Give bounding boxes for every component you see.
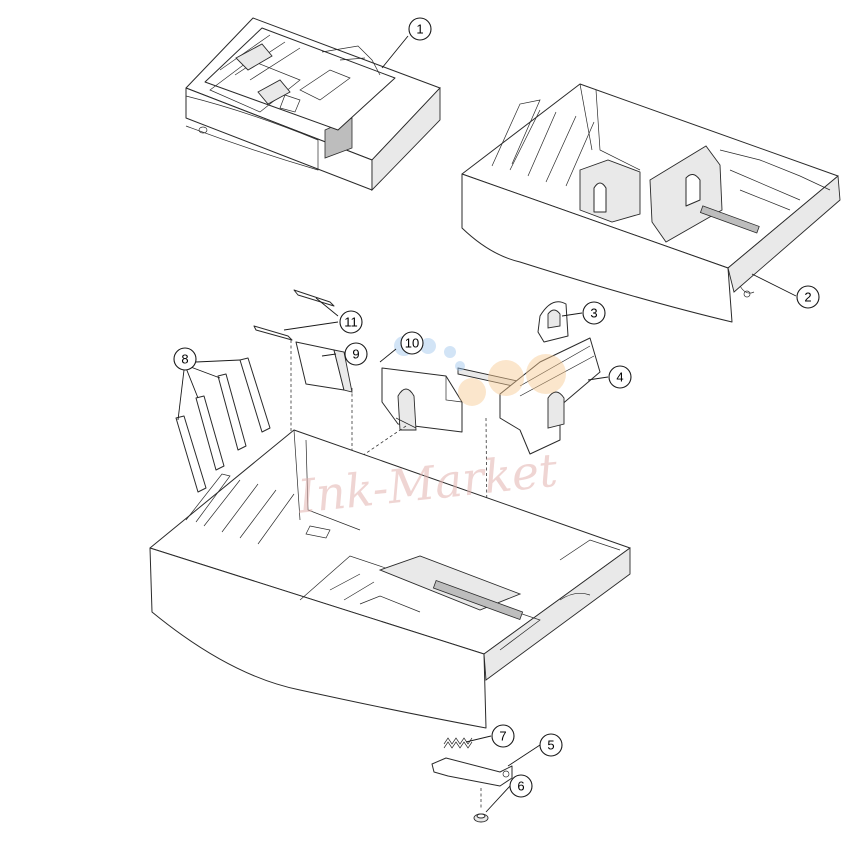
callout-7: 7 [491,724,515,748]
callout-11-label: 11 [344,315,358,330]
part-6-stud [473,813,489,823]
part-7-spring [443,737,473,749]
callout-11: 11 [339,310,363,334]
callout-4-label: 4 [616,370,623,385]
part-2-paper-tray [461,83,841,323]
part-1-drawer-assembly [185,17,441,192]
part-8-guide-ribs [175,357,271,493]
callout-7-label: 7 [499,729,506,744]
callout-10: 10 [400,331,424,355]
callout-5: 5 [539,733,563,757]
part-10-center-guide [381,367,463,433]
callout-3-label: 3 [590,306,597,321]
part-9-pad [295,341,353,393]
callout-8-label: 8 [181,352,188,367]
part-4-side-guide [457,337,601,455]
callout-3: 3 [582,301,606,325]
callout-6-label: 6 [517,779,524,794]
leader-lines [177,35,797,813]
part-5-lever [431,757,513,787]
callout-1: 1 [408,17,432,41]
callout-9-label: 9 [352,347,359,362]
part-3-tab [537,301,569,343]
callout-5-label: 5 [547,738,554,753]
callout-8: 8 [173,347,197,371]
part-11-strips [253,289,335,341]
callout-4: 4 [608,365,632,389]
callout-2-label: 2 [804,290,811,305]
main-tray [149,429,631,729]
callout-9: 9 [344,342,368,366]
callout-6: 6 [509,774,533,798]
callout-1-label: 1 [416,22,423,37]
callout-2: 2 [796,285,820,309]
callout-10-label: 10 [405,336,419,351]
